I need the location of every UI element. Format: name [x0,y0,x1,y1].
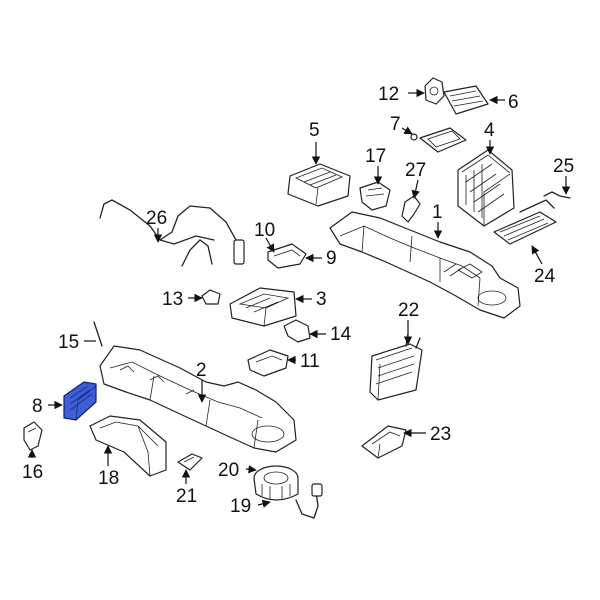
part-8-cabin-filter-highlighted[interactable] [63,381,97,421]
highlight-fill [63,381,97,421]
callout-8[interactable]: 8 [32,396,43,417]
callout-25[interactable]: 25 [553,156,574,177]
callout-24[interactable]: 24 [534,266,556,287]
part-15-pin[interactable] [93,321,103,347]
part-18-duct[interactable] [89,415,167,477]
callout-13[interactable]: 13 [162,289,183,310]
callout-12[interactable]: 12 [378,84,399,105]
part-23-bracket[interactable] [361,425,407,459]
callout-27[interactable]: 27 [405,160,426,181]
part-14-actuator[interactable] [283,319,311,343]
callout-labels: 12 6 7 4 5 17 27 25 1 26 10 9 24 13 3 14… [22,84,574,517]
callout-9[interactable]: 9 [326,248,337,269]
callout-19[interactable]: 19 [230,496,251,517]
part-20-blower-motor[interactable] [253,465,299,501]
callout-lines [27,88,571,508]
part-27-actuator[interactable] [401,195,421,223]
part-3-duct-housing[interactable] [229,287,297,327]
part-19-connector[interactable] [295,483,323,519]
part-13-linkage[interactable] [201,289,221,305]
part-6-filter-plate[interactable] [443,85,489,115]
part-24-heater-core[interactable] [493,211,557,245]
part-door-plate[interactable] [419,127,467,153]
callout-2[interactable]: 2 [196,360,207,381]
callout-14[interactable]: 14 [330,324,352,345]
callout-26[interactable]: 26 [146,208,167,229]
part-17-bracket[interactable] [359,181,391,211]
part-11-door[interactable] [247,349,289,377]
callout-16[interactable]: 16 [22,462,43,483]
callout-17[interactable]: 17 [365,146,386,167]
part-9-door[interactable] [267,243,307,269]
part-16-bracket[interactable] [23,421,43,451]
callout-23[interactable]: 23 [430,424,451,445]
callout-20[interactable]: 20 [218,460,239,481]
part-4-evaporator-core[interactable] [457,149,515,227]
callout-10[interactable]: 10 [254,220,275,241]
callout-6[interactable]: 6 [508,92,519,113]
callout-18[interactable]: 18 [98,468,119,489]
callout-7[interactable]: 7 [390,114,401,135]
callout-4[interactable]: 4 [484,120,495,141]
part-25-tube[interactable] [519,191,571,213]
callout-1[interactable]: 1 [432,202,443,223]
callout-11[interactable]: 11 [300,351,320,372]
callout-22[interactable]: 22 [398,300,419,321]
callout-21[interactable]: 21 [176,486,197,507]
part-12-actuator[interactable] [424,77,445,105]
part-26-wiring-harness[interactable] [99,199,245,267]
part-21-plate[interactable] [177,453,203,471]
part-1-hvac-housing[interactable] [329,211,521,319]
callout-5[interactable]: 5 [309,120,320,141]
callout-15[interactable]: 15 [58,332,79,353]
callout-3[interactable]: 3 [316,289,327,310]
part-5-filter-housing[interactable] [287,163,351,207]
part-22-heater-core[interactable] [369,333,423,401]
part-7-clip[interactable] [410,133,418,141]
